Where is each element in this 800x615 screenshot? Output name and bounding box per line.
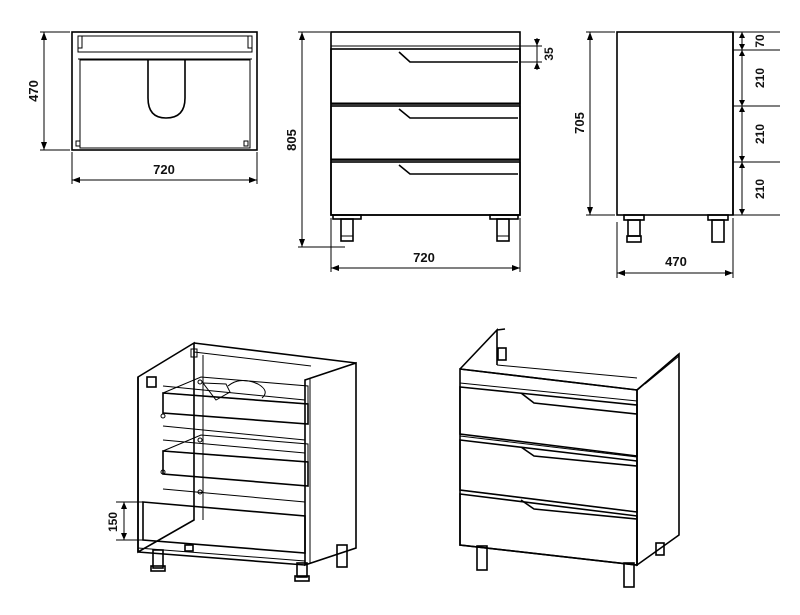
bottom-clearance-label: 150 <box>106 512 120 532</box>
drawer-handle-groove-2 <box>398 108 518 119</box>
front-drawer-1 <box>330 48 521 105</box>
side-view: 705 70 210 210 210 470 <box>572 31 780 278</box>
front-drawer-3 <box>330 161 521 216</box>
side-seg-1-label: 210 <box>753 68 767 88</box>
side-seg-top-label: 70 <box>753 34 767 48</box>
front-width-label: 720 <box>413 250 435 265</box>
iso-drawer-3 <box>459 493 638 566</box>
top-depth-label: 470 <box>26 80 41 102</box>
iso-closed-view <box>459 327 680 588</box>
drawer-handle-groove-3 <box>398 164 518 175</box>
iso-drawer-2 <box>459 439 638 513</box>
drawer-handle-groove-1 <box>398 51 518 63</box>
front-drawer-2 <box>330 105 521 161</box>
drawer-gap-label: 35 <box>542 47 556 61</box>
side-height-label: 705 <box>572 112 587 134</box>
siphon-cutout <box>147 60 186 119</box>
iso-drawer-1 <box>459 386 638 457</box>
iso-open-view: 150 <box>106 341 357 582</box>
side-depth-label: 470 <box>665 254 687 269</box>
front-view: 805 35 720 <box>284 31 556 272</box>
side-seg-2-label: 210 <box>753 124 767 144</box>
front-height-label: 805 <box>284 129 299 151</box>
top-view: 470 720 <box>26 31 258 184</box>
side-seg-3-label: 210 <box>753 179 767 199</box>
top-width-label: 720 <box>153 162 175 177</box>
